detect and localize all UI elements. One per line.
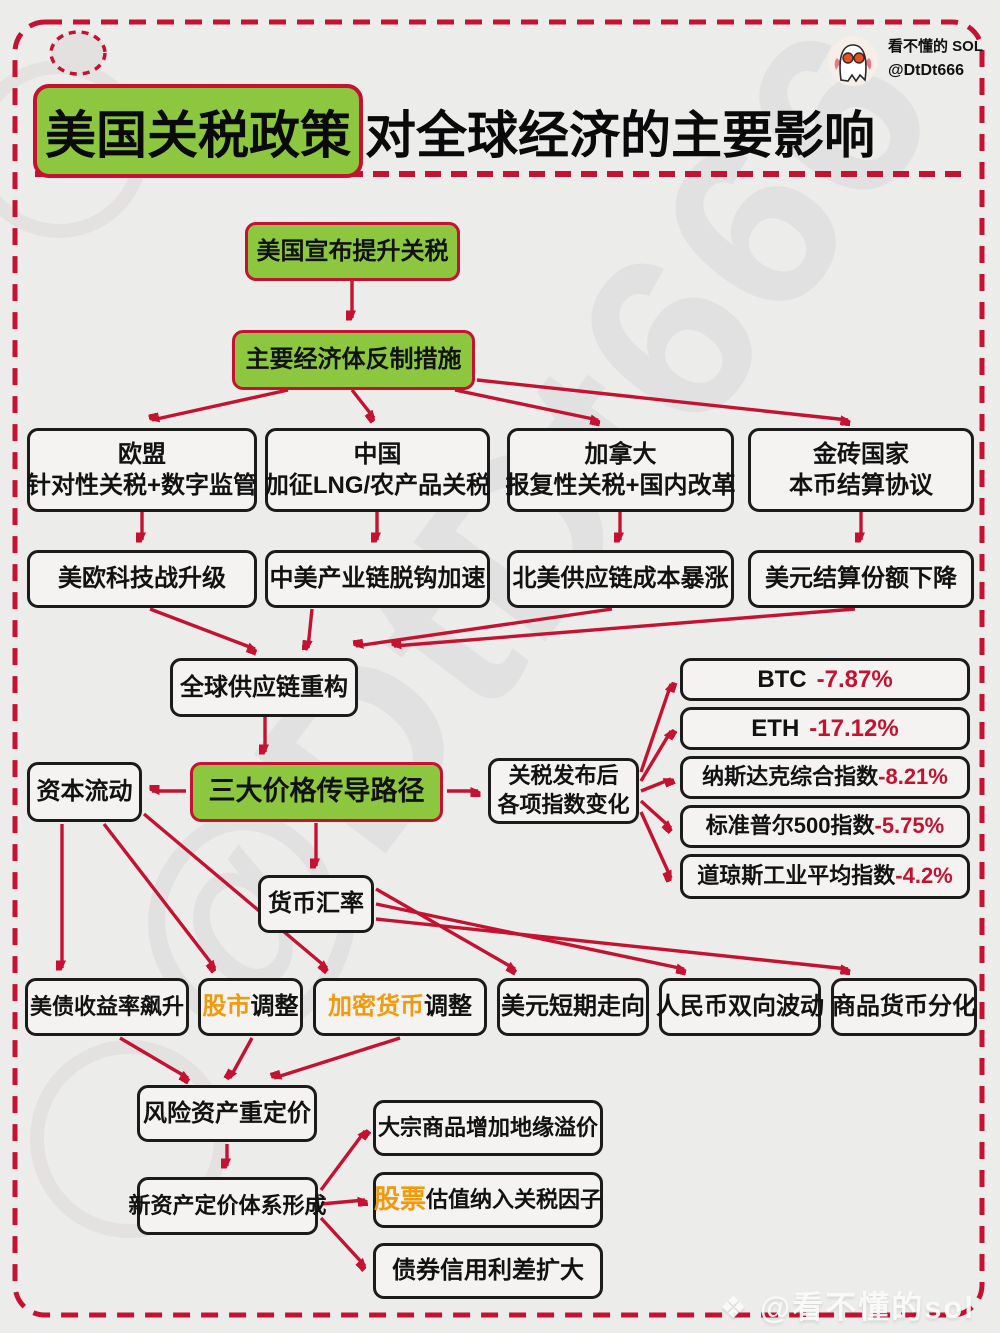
node-us-eu-tech-war: 美欧科技战升级 — [27, 550, 257, 608]
node-risk-asset-repricing: 风险资产重定价 — [137, 1085, 317, 1142]
brand-block: 看不懂的 SOL @DtDt666 — [828, 36, 983, 86]
node-capital-flow: 资本流动 — [27, 762, 142, 822]
node-rmb-fluctuation: 人民币双向波动 — [656, 978, 824, 1036]
dashed-circle-decoration — [49, 30, 107, 76]
footer-watermark: ❖ @看不懂的sol — [0, 1282, 975, 1327]
node-nasdaq-change: 纳斯达克综合指数 -8.21% — [680, 756, 970, 799]
node-stock-adjustment: 股市 调整 — [198, 978, 303, 1036]
node-canada: 加拿大 报复性关税+国内改革 — [506, 428, 736, 512]
author-name: 看不懂的 SOL — [888, 38, 984, 55]
node-dow-change: 道琼斯工业平均指数 -4.2% — [680, 854, 970, 899]
node-na-supply-cost: 北美供应链成本暴涨 — [507, 550, 734, 608]
node-eu: 欧盟 针对性关税+数字监管 — [27, 428, 257, 512]
node-eth-change: ETH -17.12% — [680, 707, 970, 750]
node-index-changes: 关税发布后 各项指数变化 — [488, 758, 639, 824]
node-btc-change: BTC -7.87% — [680, 658, 970, 701]
node-supply-chain-restructure: 全球供应链重构 — [170, 658, 358, 717]
node-treasury-yield-surge: 美债收益率飙升 — [25, 978, 189, 1036]
node-currency-rate: 货币汇率 — [258, 875, 374, 933]
node-usd-settlement-decline: 美元结算份额下降 — [748, 550, 974, 608]
node-credit-spread-widening: 债券信用利差扩大 — [373, 1243, 603, 1299]
ghost-avatar — [828, 36, 878, 86]
node-crypto-adjustment: 加密货币 调整 — [313, 978, 487, 1036]
footer-watermark-text: @看不懂的sol — [759, 1290, 975, 1325]
node-sp500-change: 标准普尔500指数 -5.75% — [680, 805, 970, 848]
node-china: 中国 加征LNG/农产品关税 — [265, 428, 490, 512]
diamond-icon: ❖ — [719, 1290, 750, 1325]
node-price-transmission-paths: 三大价格传导路径 — [190, 762, 443, 822]
page-dashed-border — [12, 19, 985, 1318]
title-rest: 对全球经济的主要影响 — [365, 107, 876, 164]
node-decoupling: 中美产业链脱钩加速 — [265, 550, 490, 608]
node-usd-short-term: 美元短期走向 — [497, 978, 649, 1036]
page-title: 美国关税政策 对全球经济的主要影响 — [33, 84, 967, 178]
title-highlight: 美国关税政策 — [33, 84, 364, 178]
node-commodity-currency: 商品货币分化 — [831, 978, 977, 1036]
node-new-pricing-system: 新资产定价体系形成 — [129, 1177, 327, 1235]
node-us-tariff-announcement: 美国宣布提升关税 — [245, 222, 460, 281]
node-countermeasures: 主要经济体反制措施 — [232, 330, 475, 390]
node-commodity-geo-premium: 大宗商品增加地缘溢价 — [373, 1100, 603, 1156]
author-handle: @DtDt666 — [888, 61, 965, 79]
node-brics: 金砖国家 本币结算协议 — [748, 428, 974, 512]
node-equity-tariff-factor: 股票 估值纳入关税因子 — [373, 1172, 603, 1228]
